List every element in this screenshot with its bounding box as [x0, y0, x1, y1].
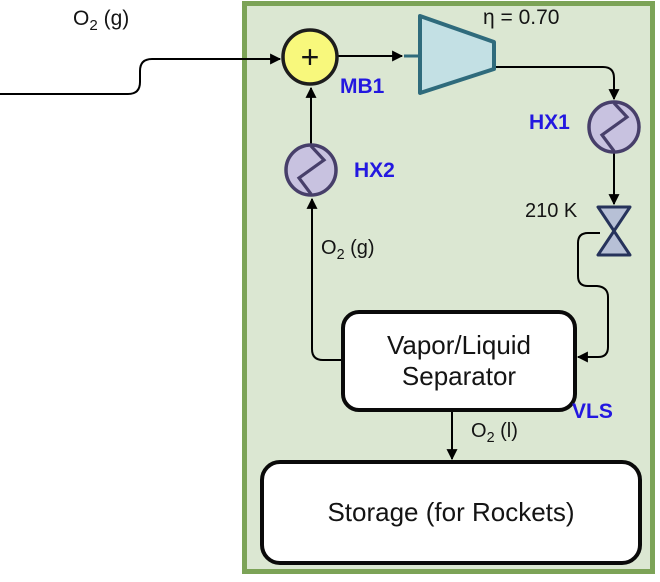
hx2-id-label: HX2 [354, 159, 395, 182]
valve-to-separator-line [576, 232, 609, 363]
valve-icon [596, 205, 632, 257]
mixer-circle [281, 28, 339, 86]
separator-name: Vapor/Liquid Separator [343, 312, 575, 410]
separator-box [341, 310, 577, 412]
separator-id-label: VLS [572, 400, 613, 423]
mixer-id-label: MB1 [340, 75, 385, 98]
product-stream-label: O2 (l) [471, 420, 518, 446]
compressor-shape [418, 14, 496, 95]
valve-temperature-label: 210 K [525, 200, 578, 222]
mixer-plus-symbol: + [300, 38, 320, 75]
storage-name: Storage (for Rockets) [327, 496, 575, 527]
separator-to-hx2-line [306, 197, 343, 361]
feed-stream-label: O2 (g) [73, 7, 130, 35]
separator-name-line2: Separator [401, 361, 517, 391]
storage-box [260, 460, 642, 565]
hx1-id-label: HX1 [529, 111, 570, 134]
compressor-to-hx1-line [494, 66, 620, 101]
separator-name-line1: Vapor/Liquid [386, 329, 532, 360]
feed-stream-line [0, 53, 282, 95]
compressor-efficiency-label: η = 0.70 [483, 6, 560, 29]
recycle-stream-label: O2 (g) [321, 237, 375, 263]
hx1-icon [587, 100, 641, 154]
system-boundary-border [242, 1, 655, 574]
hx2-icon [284, 143, 338, 197]
